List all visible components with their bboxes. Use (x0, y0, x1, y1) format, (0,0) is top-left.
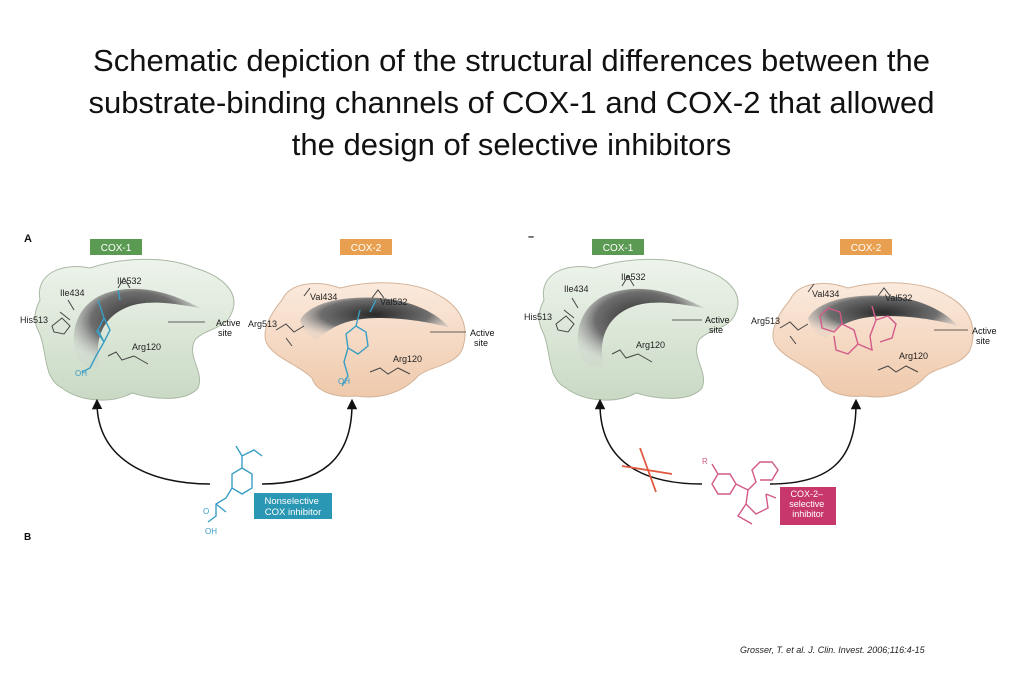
panel-b-arrow-to-cox2 (769, 398, 862, 485)
slide-title-line-1: Schematic depiction of the structural di… (93, 43, 930, 78)
panel-b-cox2-ligand (819, 305, 897, 355)
panel-a-residue-ile434: Ile434 (60, 288, 85, 298)
panel-b-cox1-tag-text: COX-1 (603, 243, 634, 254)
block-x-stroke-2 (639, 447, 657, 493)
slide-title-line-3: the design of selective inhibitors (291, 127, 732, 162)
panel-a-cox1-channel (73, 288, 200, 367)
panel-b-residue-arg120: Arg120 (636, 340, 665, 350)
selective-drug-bonds (711, 461, 779, 525)
panel-a-arrow-to-cox1 (91, 398, 211, 485)
panel-a-residue-val434: Val434 (310, 292, 337, 302)
panel-b-cox1: COX-1 Active site Ile532 Ile434 His513 A… (524, 239, 739, 401)
ibuprofen-o: O (203, 507, 209, 516)
panel-b-cox2-channel (808, 295, 958, 338)
panel-a-cox2-channel (300, 297, 450, 340)
panel-a-cox2-site-label: Active site (470, 328, 497, 348)
panel-a-cox1-oh: OH (75, 369, 87, 378)
selective-tag (780, 487, 836, 525)
panel-b-selective-structure: R (702, 457, 779, 525)
panel-a-label: A (24, 233, 32, 245)
panel-a-cox2-residue-sticks (275, 287, 411, 375)
panel-b-arrow-to-cox1 (594, 398, 703, 485)
panel-b-residue-arg513: Arg513 (751, 316, 780, 326)
panel-a-residue-his513: His513 (20, 315, 48, 325)
panel-a-arrow-to-cox2 (261, 398, 358, 485)
panel-b-cox1-residue-sticks (555, 275, 653, 363)
panel-a-cox1: COX-1 Active site Ile532 Ile434 His513 A… (20, 239, 243, 401)
panel-b-residue-val434: Val434 (812, 289, 839, 299)
panel-a-cox1-site-label: Active site (216, 318, 243, 338)
panel-a-cox1-residue-sticks (51, 277, 149, 365)
panel-b-cox2-tag (840, 239, 892, 255)
panel-a-cox1-tag-text: COX-1 (101, 243, 132, 254)
panel-b-block-x-mark (621, 447, 673, 493)
selective-drug-r: R (702, 457, 708, 466)
selective-tag-text: COX-2– selective inhibitor (789, 489, 827, 519)
panel-a-cox2-ligand (341, 299, 377, 387)
panel-b-cut-label: B (24, 532, 31, 543)
block-x-stroke-1 (621, 465, 673, 475)
panel-a-cox2: COX-2 Active site Val434 Val532 Arg513 A… (248, 239, 497, 398)
panel-a-residue-arg513: Arg513 (248, 319, 277, 329)
panel-a-residue-val532: Val532 (380, 297, 407, 307)
panel-b-label: – (528, 231, 534, 243)
panel-b-residue-arg120: Arg120 (899, 351, 928, 361)
panel-b-residue-ile434: Ile434 (564, 284, 589, 294)
panel-a: A COX-1 Active site Ile532 Ile434 His513… (20, 233, 497, 543)
panel-b: – COX-1 Active site Ile532 Ile434 His513… (524, 231, 999, 525)
panel-a-cox2-tag-text: COX-2 (351, 243, 382, 254)
panel-a-cox1-tag (90, 239, 142, 255)
panel-b-cox2-tag-text: COX-2 (851, 243, 882, 254)
nonselective-tag (254, 493, 332, 519)
slide-title: Schematic depiction of the structural di… (10, 40, 1013, 166)
ibuprofen-bonds (207, 445, 263, 523)
panel-b-cox2-site-label: Active site (972, 326, 999, 346)
panel-b-cox1-tag (592, 239, 644, 255)
panel-b-cox1-channel (577, 288, 704, 367)
panel-b-residue-ile532: Ile532 (621, 272, 646, 282)
panel-a-residue-arg120: Arg120 (393, 354, 422, 364)
panel-a-residue-ile532: Ile532 (117, 276, 142, 286)
panel-a-cox2-tag (340, 239, 392, 255)
panel-a-residue-arg120: Arg120 (132, 342, 161, 352)
panel-a-ibuprofen-structure: OH O (203, 445, 263, 536)
panel-b-residue-his513: His513 (524, 312, 552, 322)
panel-b-residue-val532: Val532 (885, 293, 912, 303)
panel-b-cox1-site-label: Active site (705, 315, 732, 335)
panel-b-cox2: COX-2 Active site Val434 Val532 Arg513 A… (751, 239, 999, 398)
ibuprofen-oh: OH (205, 527, 217, 536)
panel-b-cox2-residue-sticks (779, 283, 919, 373)
nonselective-tag-text: Nonselective COX inhibitor (264, 496, 321, 518)
panel-a-cox1-ligand (81, 289, 121, 373)
slide-title-line-2: substrate-binding channels of COX-1 and … (88, 85, 935, 120)
citation: Grosser, T. et al. J. Clin. Invest. 2006… (740, 645, 925, 655)
